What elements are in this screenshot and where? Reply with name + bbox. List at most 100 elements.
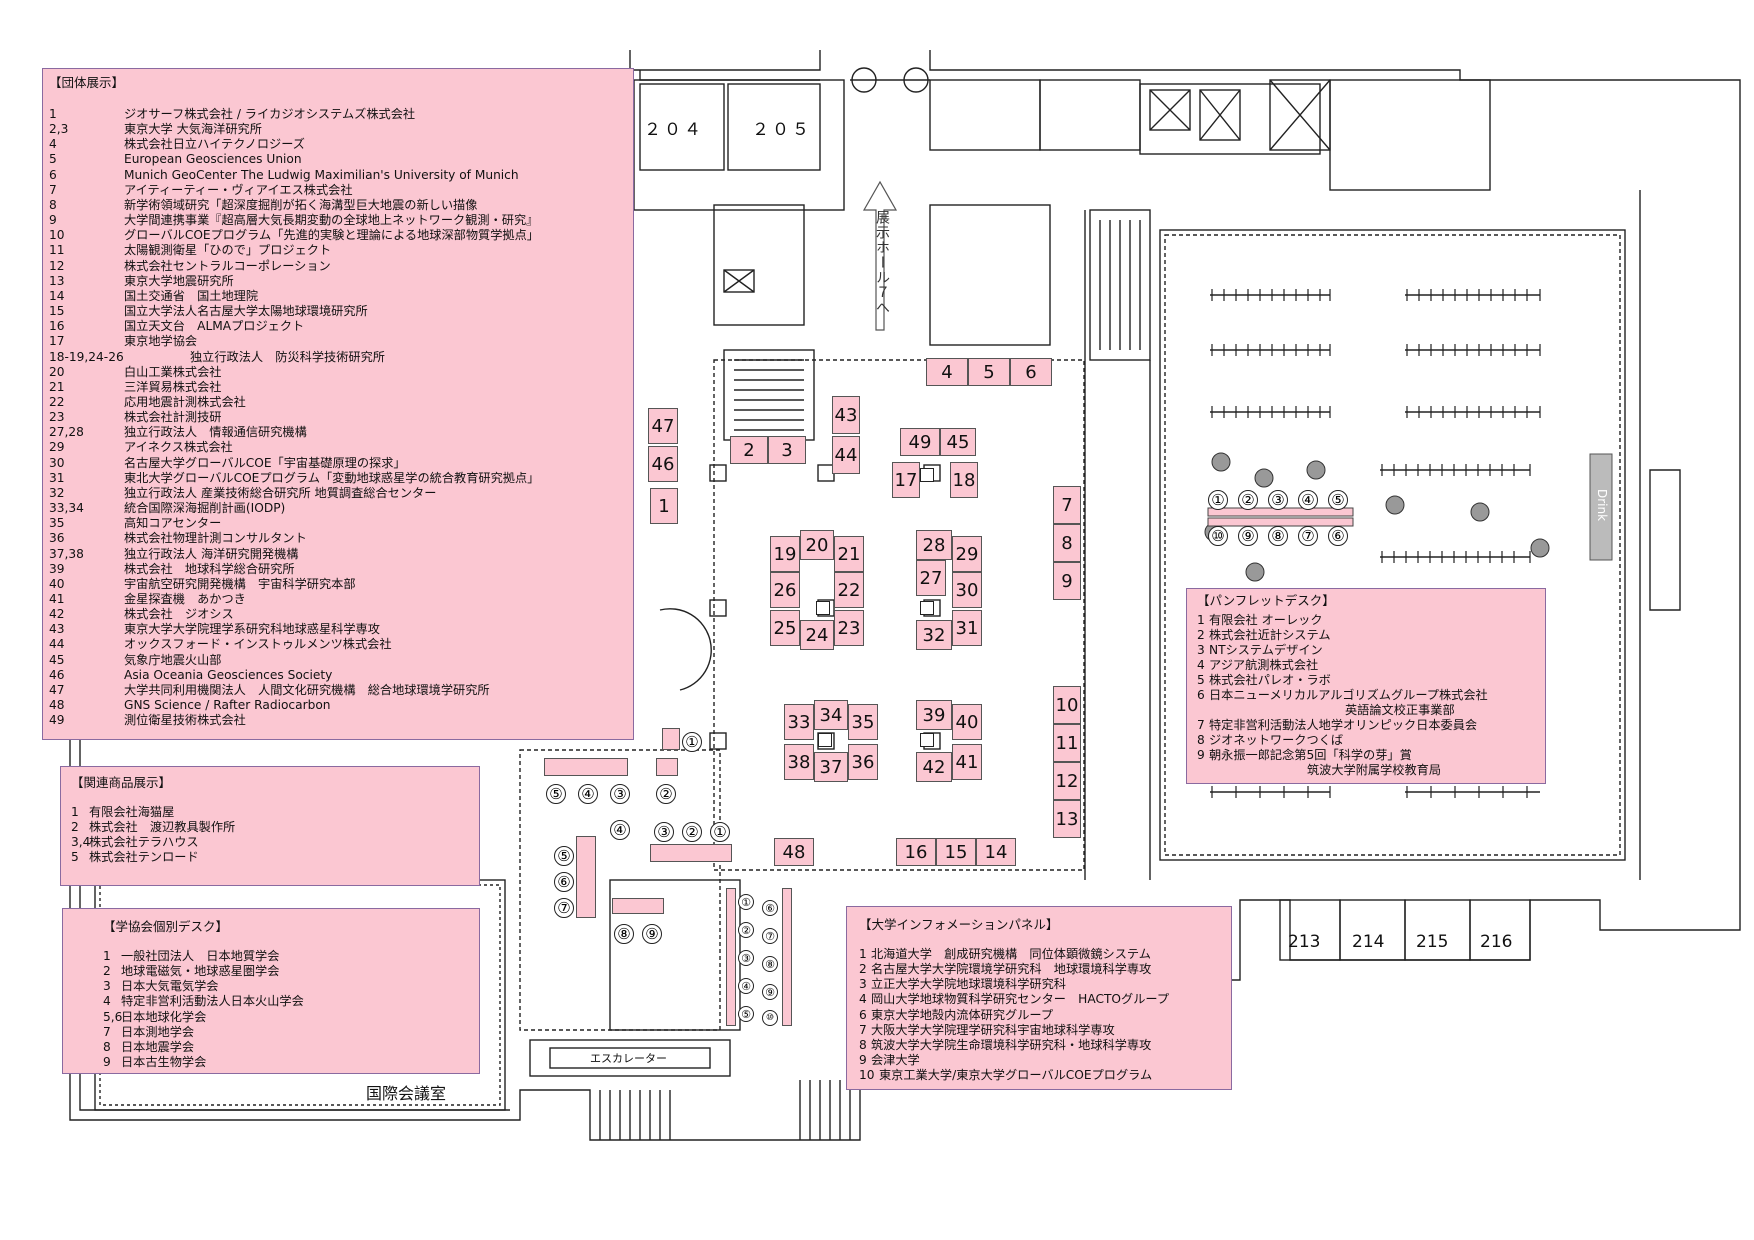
booth-48[interactable]: 48 — [774, 838, 814, 866]
booth-9[interactable]: 9 — [1053, 562, 1081, 600]
entry-name: 株式会社 渡辺教具製作所 — [89, 820, 236, 835]
booth-20[interactable]: 20 — [800, 530, 834, 560]
booth-44[interactable]: 44 — [832, 436, 860, 474]
booth-30[interactable]: 30 — [952, 572, 982, 608]
pamphlet-desk-8[interactable]: ⑧ — [1268, 526, 1288, 546]
booth-6[interactable]: 6 — [1010, 358, 1052, 386]
booth-28[interactable]: 28 — [916, 530, 952, 560]
booth-24[interactable]: 24 — [800, 620, 834, 650]
booth-40[interactable]: 40 — [952, 704, 982, 740]
society-desk-6[interactable]: ⑥ — [554, 872, 574, 892]
panel-8[interactable]: ⑧ — [762, 956, 778, 972]
booth-21[interactable]: 21 — [834, 536, 864, 572]
society-desk-3[interactable]: ③ — [654, 822, 674, 842]
booth-32[interactable]: 32 — [916, 620, 952, 650]
booth-42[interactable]: 42 — [916, 752, 952, 782]
society-desk-8[interactable]: ⑧ — [614, 924, 634, 944]
entry-name: グローバルCOEプログラム「先進的実験と理論による地球深部物質学拠点」 — [124, 228, 539, 243]
society-desk-7[interactable]: ⑦ — [554, 898, 574, 918]
booth-7[interactable]: 7 — [1053, 486, 1081, 524]
pamphlet-desk-9[interactable]: ⑨ — [1238, 526, 1258, 546]
pamphlet-desk-5[interactable]: ⑤ — [1328, 490, 1348, 510]
room-213-label: 213 — [1288, 932, 1321, 952]
related-desk-5[interactable]: ⑤ — [546, 784, 566, 804]
pamphlet-desk-3[interactable]: ③ — [1268, 490, 1288, 510]
booth-37[interactable]: 37 — [814, 752, 848, 782]
booth-27[interactable]: 27 — [916, 560, 946, 596]
booth-31[interactable]: 31 — [952, 610, 982, 646]
booth-29[interactable]: 29 — [952, 536, 982, 572]
pamphlet-desk-2[interactable]: ② — [1238, 490, 1258, 510]
entry-name: 日本測地学会 — [121, 1024, 195, 1039]
booth-39[interactable]: 39 — [916, 700, 952, 730]
entry-number: 22 — [49, 394, 65, 409]
pamphlet-desk-4[interactable]: ④ — [1298, 490, 1318, 510]
booth-41[interactable]: 41 — [952, 744, 982, 780]
booth-23[interactable]: 23 — [834, 610, 864, 646]
booth-34[interactable]: 34 — [814, 700, 848, 730]
pamphlet-desk-1[interactable]: ① — [1208, 490, 1228, 510]
booth-18[interactable]: 18 — [950, 462, 978, 498]
society-desk-2[interactable]: ② — [682, 822, 702, 842]
panel-1[interactable]: ① — [738, 894, 754, 910]
booth-19[interactable]: 19 — [770, 536, 800, 572]
society-desk-4[interactable]: ④ — [610, 820, 630, 840]
booth-8[interactable]: 8 — [1053, 524, 1081, 562]
booth-38[interactable]: 38 — [784, 744, 814, 780]
pamphlet-desk-6[interactable]: ⑥ — [1328, 526, 1348, 546]
booth-43[interactable]: 43 — [832, 396, 860, 434]
booth-36[interactable]: 36 — [848, 744, 878, 780]
society-desk-5[interactable]: ⑤ — [554, 846, 574, 866]
booth-12[interactable]: 12 — [1053, 762, 1081, 800]
pamphlet-desk-7[interactable]: ⑦ — [1298, 526, 1318, 546]
related-desk-1[interactable]: ① — [682, 732, 702, 752]
panel-6[interactable]: ⑥ — [762, 900, 778, 916]
panel-2[interactable]: ② — [738, 922, 754, 938]
booth-46[interactable]: 46 — [648, 446, 678, 482]
booth-26[interactable]: 26 — [770, 572, 800, 608]
entry-number: 15 — [49, 304, 65, 319]
booth-14[interactable]: 14 — [976, 838, 1016, 866]
booth-4[interactable]: 4 — [926, 358, 968, 386]
related-desk-2[interactable]: ② — [656, 784, 676, 804]
booth-11[interactable]: 11 — [1053, 724, 1081, 762]
panel-9[interactable]: ⑨ — [762, 984, 778, 1000]
panel-5[interactable]: ⑤ — [738, 1006, 754, 1022]
society-table — [612, 898, 664, 914]
society-desk-9[interactable]: ⑨ — [642, 924, 662, 944]
booth-1[interactable]: 1 — [650, 488, 678, 524]
panel-4[interactable]: ④ — [738, 978, 754, 994]
booth-10[interactable]: 10 — [1053, 686, 1081, 724]
booth-33[interactable]: 33 — [784, 704, 814, 740]
booth-17[interactable]: 17 — [892, 462, 920, 498]
entry-name: 株式会社 ジオシス — [124, 607, 234, 622]
booth-5[interactable]: 5 — [968, 358, 1010, 386]
booth-45[interactable]: 45 — [940, 428, 976, 456]
booth-35[interactable]: 35 — [848, 704, 878, 740]
booth-49[interactable]: 49 — [900, 428, 940, 456]
booth-3[interactable]: 3 — [768, 436, 806, 464]
related-desk-3[interactable]: ③ — [610, 784, 630, 804]
panel-3[interactable]: ③ — [738, 950, 754, 966]
booth-2[interactable]: 2 — [730, 436, 768, 464]
panel-7[interactable]: ⑦ — [762, 928, 778, 944]
booth-16[interactable]: 16 — [896, 838, 936, 866]
entry-name: 東京大学 大気海洋研究所 — [124, 122, 262, 137]
booth-22[interactable]: 22 — [834, 572, 864, 608]
entry-name: 独立行政法人 情報通信研究機構 — [124, 425, 307, 440]
related-desk-4[interactable]: ④ — [578, 784, 598, 804]
society-desk-1[interactable]: ① — [710, 822, 730, 842]
booth-15[interactable]: 15 — [936, 838, 976, 866]
pamphlet-desk-10[interactable]: ⑩ — [1208, 526, 1228, 546]
panel-10[interactable]: ⑩ — [762, 1010, 778, 1026]
booth-13[interactable]: 13 — [1053, 800, 1081, 838]
booth-47[interactable]: 47 — [648, 408, 678, 444]
entry-name: European Geosciences Union — [124, 152, 302, 167]
booth-25[interactable]: 25 — [770, 610, 800, 646]
